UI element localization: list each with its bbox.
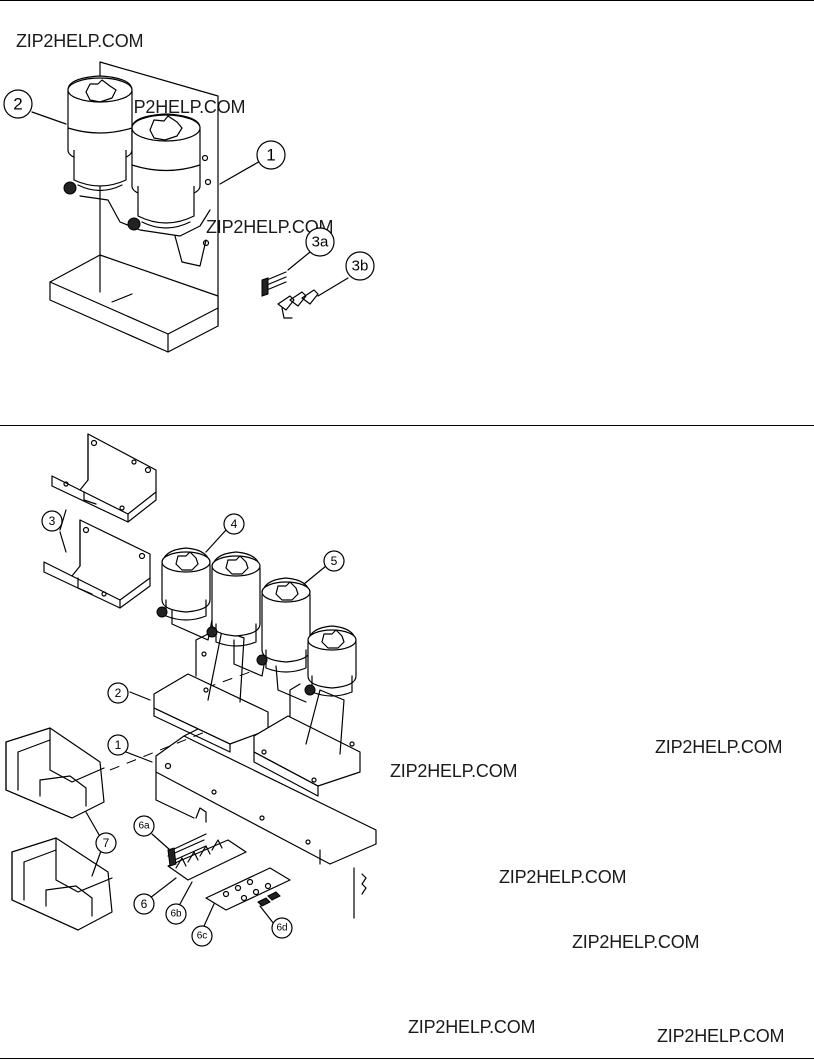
callout-6d: 6d bbox=[276, 923, 287, 934]
cover-upper bbox=[5, 727, 105, 819]
callout-7: 7 bbox=[103, 836, 110, 850]
callout-3b: 3b bbox=[352, 258, 369, 275]
watermark-text: ZIP2HELP.COM bbox=[572, 932, 700, 952]
callout-4: 4 bbox=[231, 517, 238, 531]
watermark-text: ZIP2HELP.COM bbox=[118, 97, 246, 117]
callout-1: 1 bbox=[115, 738, 122, 752]
callout-6: 6 bbox=[141, 897, 148, 911]
canister-left-back bbox=[63, 75, 133, 195]
callout-5: 5 bbox=[331, 554, 338, 568]
bracket-kit-6 bbox=[167, 833, 247, 881]
brackets-3b bbox=[277, 289, 319, 319]
bottom-border-line bbox=[0, 1058, 814, 1059]
callout-6c: 6c bbox=[197, 931, 208, 942]
callout-2: 2 bbox=[115, 686, 122, 700]
canister-1 bbox=[156, 547, 211, 621]
watermark-text: ZIP2HELP.COM bbox=[655, 737, 783, 757]
screws-3a bbox=[261, 271, 287, 297]
wall-bracket-upper bbox=[51, 433, 157, 523]
callout-3a: 3a bbox=[312, 234, 329, 251]
callout-2: 2 bbox=[13, 95, 22, 114]
section-divider-line bbox=[0, 425, 814, 426]
callout-1: 1 bbox=[266, 146, 275, 165]
watermark-text: ZIP2HELP.COM bbox=[499, 867, 627, 887]
canister-4 bbox=[304, 625, 357, 697]
watermark-text: ZIP2HELP.COM bbox=[408, 1017, 536, 1037]
watermark-text: ZIP2HELP.COM bbox=[657, 1026, 785, 1046]
cover-lower bbox=[11, 837, 113, 931]
callout-6a: 6a bbox=[138, 821, 150, 832]
bracket-kit-6c bbox=[205, 867, 291, 911]
wall-bracket-lower bbox=[43, 519, 151, 609]
shelf-bracket-left bbox=[153, 629, 269, 753]
mounting-rail bbox=[155, 721, 377, 919]
watermark-text: ZIP2HELP.COM bbox=[16, 31, 144, 51]
canister-2 bbox=[206, 551, 261, 647]
top-assembly-diagram: 2 1 3a 3b bbox=[3, 61, 375, 353]
callout-6b: 6b bbox=[170, 909, 182, 920]
watermark-text: ZIP2HELP.COM bbox=[206, 217, 334, 237]
shelf-bracket-right bbox=[253, 683, 361, 797]
watermark-text: ZIP2HELP.COM bbox=[390, 761, 518, 781]
callout-3: 3 bbox=[49, 514, 56, 528]
canister-right-front bbox=[127, 113, 201, 231]
top-border-line bbox=[0, 0, 814, 1]
canister-3 bbox=[256, 577, 311, 673]
